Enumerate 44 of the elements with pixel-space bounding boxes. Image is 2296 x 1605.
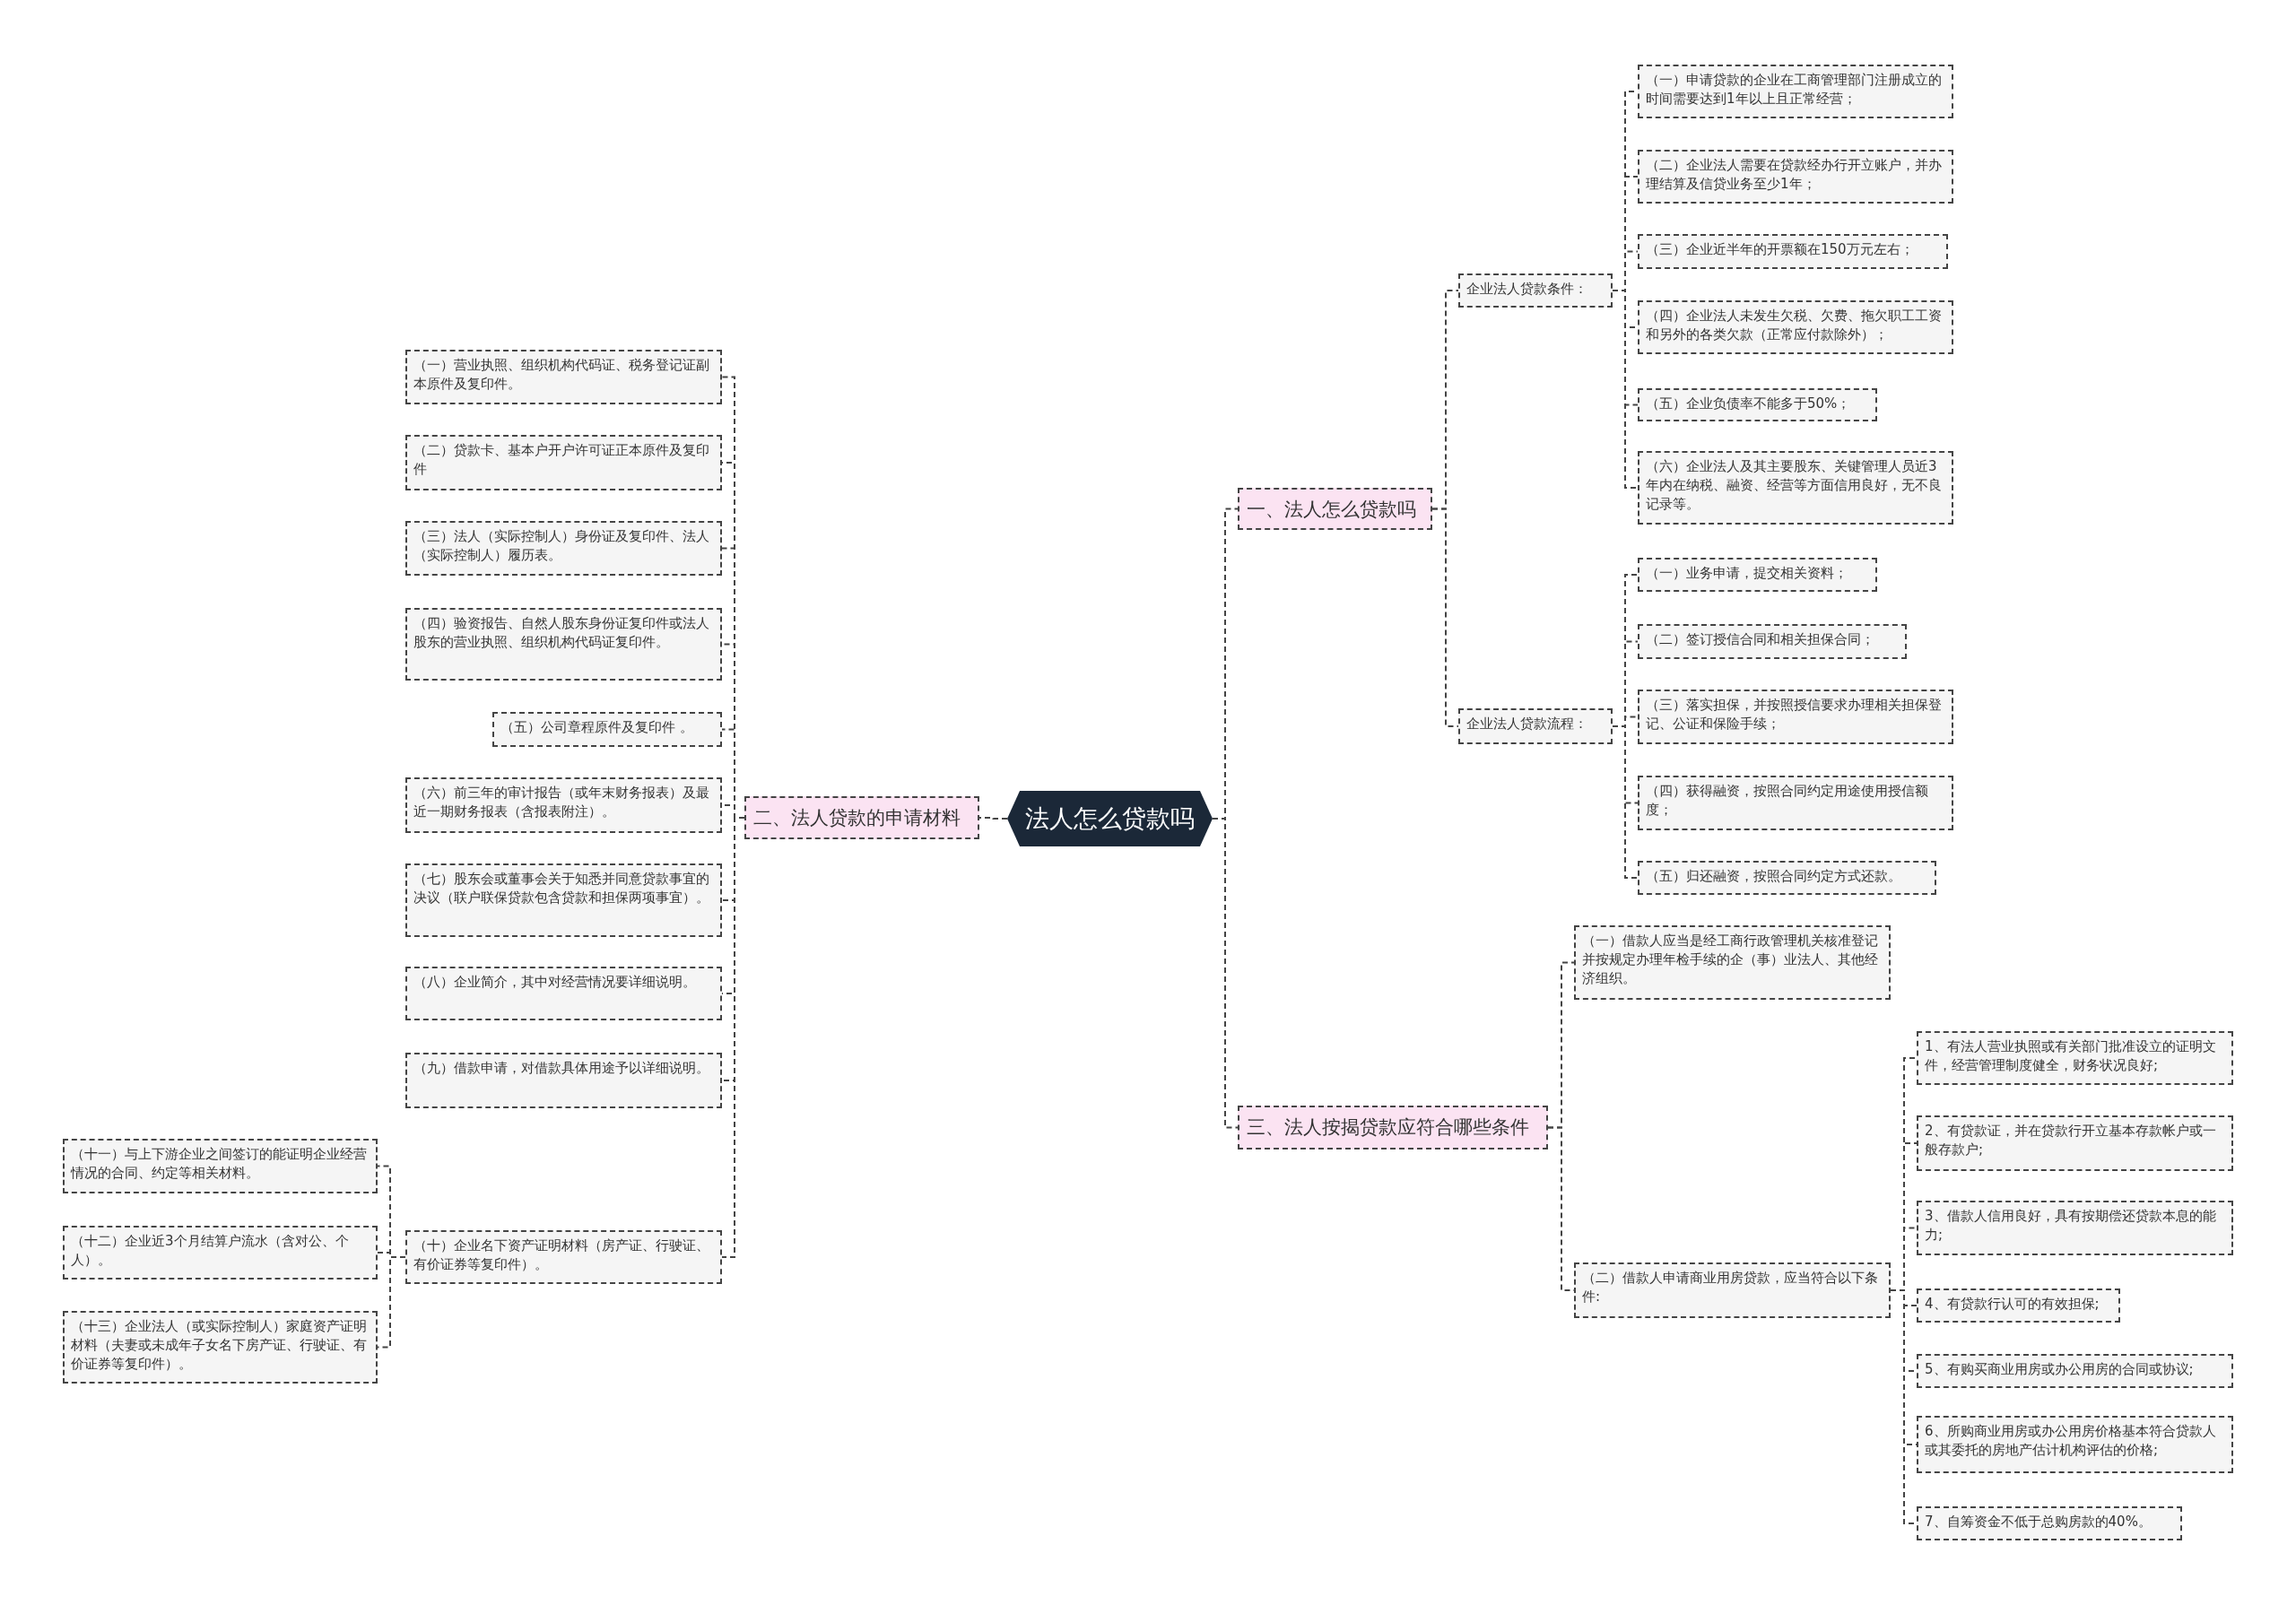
branch-topic: 二、法人贷款的申请材料 [744,796,979,839]
topic-box: （十）企业名下资产证明材料（房产证、行驶证、有价证券等复印件）。 [405,1230,722,1284]
topic-box: （三）企业近半年的开票额在150万元左右； [1638,234,1948,269]
topic-box: 6、所购商业用房或办公用房价格基本符合贷款人或其委托的房地产估计机构评估的价格; [1917,1416,2233,1473]
topic-box: （二）贷款卡、基本户开户许可证正本原件及复印件 [405,435,722,490]
connector-line [1431,508,1459,727]
topic-box: （三）法人（实际控制人）身份证及复印件、法人（实际控制人）履历表。 [405,521,722,576]
topic-box: （五）企业负债率不能多于50%； [1638,388,1877,421]
topic-box: （一）营业执照、组织机构代码证、税务登记证副本原件及复印件。 [405,350,722,404]
branch-topic: 一、法人怎么贷款吗 [1238,488,1432,530]
topic-box: 7、自筹资金不低于总购房款的40%。 [1917,1506,2182,1540]
topic-box: （四）企业法人未发生欠税、欠费、拖欠职工工资和另外的各类欠款（正常应付款除外）； [1638,300,1953,354]
topic-box: （十三）企业法人（或实际控制人）家庭资产证明材料（夫妻或未成年子女名下房产证、行驶证、有价证券等复印件）。 [63,1311,378,1384]
topic-box: （七）股东会或董事会关于知悉并同意贷款事宜的决议（联户联保贷款包含贷款和担保两项事宜）。 [405,863,722,937]
topic-box: 5、有购买商业用房或办公用房的合同或协议; [1917,1354,2233,1388]
topic-box: （六）企业法人及其主要股东、关键管理人员近3年内在纳税、融资、经营等方面信用良好，无不良记录等。 [1638,451,1953,525]
topic-box: 2、有贷款证，并在贷款行开立基本存款帐户或一般存款户; [1917,1115,2233,1171]
topic-box: （一）申请贷款的企业在工商管理部门注册成立的时间需要达到1年以上且正常经营； [1638,65,1953,118]
topic-box: （五）公司章程原件及复印件 。 [492,712,722,747]
topic-box: （十二）企业近3个月结算户流水（含对公、个人）。 [63,1226,378,1280]
topic-box: 企业法人贷款流程： [1458,708,1613,744]
topic-box: （四）获得融资，按照合同约定用途使用授信额度； [1638,776,1953,830]
topic-box: 3、借款人信用良好，具有按期偿还贷款本息的能力; [1917,1201,2233,1255]
connector-line [1612,725,1639,879]
central-topic: 法人怎么贷款吗 [1007,791,1213,846]
topic-box: （六）前三年的审计报告（或年末财务报表）及最近一期财务报表（含报表附注）。 [405,777,722,833]
topic-box: （二）企业法人需要在贷款经办行开立账户，并办理结算及信贷业务至少1年； [1638,150,1953,204]
topic-box: 4、有贷款行认可的有效担保; [1917,1288,2120,1323]
topic-box: （八）企业简介，其中对经营情况要详细说明。 [405,967,722,1020]
topic-box: （一）业务申请，提交相关资料； [1638,558,1877,592]
topic-box: （九）借款申请，对借款具体用途予以详细说明。 [405,1053,722,1108]
topic-box: （二）借款人申请商业用房贷款，应当符合以下条件: [1574,1262,1891,1318]
connector-line [978,817,1008,820]
topic-box: 企业法人贷款条件： [1458,273,1613,308]
topic-box: （三）落实担保，并按照授信要求办理相关担保登记、公证和保险手续； [1638,690,1953,744]
topic-box: （十一）与上下游企业之间签订的能证明企业经营情况的合同、约定等相关材料。 [63,1139,378,1193]
branch-topic: 三、法人按揭贷款应符合哪些条件 [1238,1106,1548,1150]
topic-box: （四）验资报告、自然人股东身份证复印件或法人股东的营业执照、组织机构代码证复印件。 [405,608,722,681]
connector-line [1212,818,1239,1129]
topic-box: （五）归还融资，按照合同约定方式还款。 [1638,861,1936,895]
topic-box: （二）签订授信合同和相关担保合同； [1638,624,1907,659]
topic-box: 1、有法人营业执照或有关部门批准设立的证明文件，经营管理制度健全，财务状况良好; [1917,1031,2233,1085]
connector-line [1612,290,1639,489]
topic-box: （一）借款人应当是经工商行政管理机关核准登记并按规定办理年检手续的企（事）业法人、其他经济组织。 [1574,925,1891,1000]
